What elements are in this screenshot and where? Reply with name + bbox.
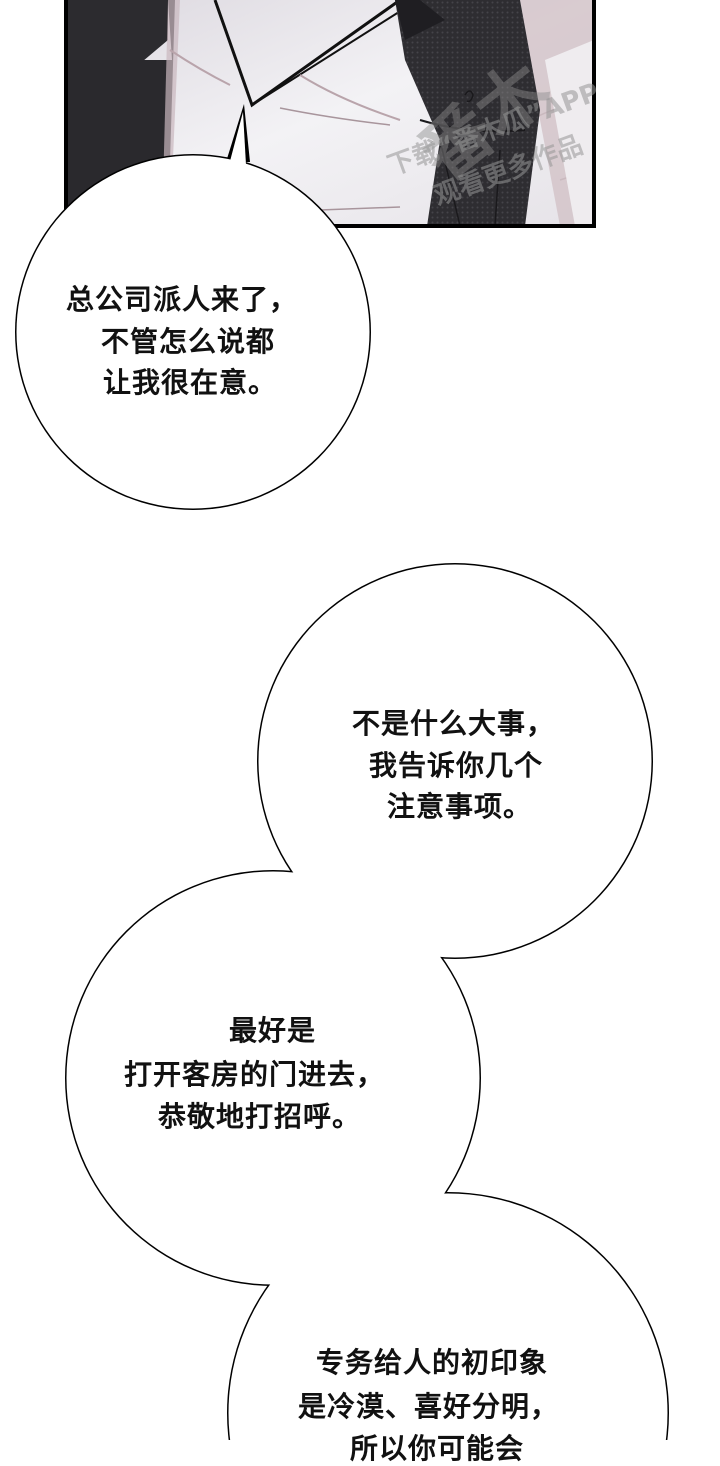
speech-bubble-cloud-shape <box>65 563 669 1440</box>
bubble-2-line-3: 注意事项。 <box>387 790 533 823</box>
bubble-2-line-2: 我告诉你几个 <box>369 749 544 782</box>
bubble-3-line-3: 恭敬地打招呼。 <box>158 1100 362 1133</box>
bubble-3-line-1: 最好是 <box>229 1014 317 1047</box>
bubble-1-line-3: 让我很在意。 <box>103 366 278 399</box>
bubble-4-line-3: 所以你可能会 <box>350 1432 525 1465</box>
bubble-1-line-2: 不管怎么说都 <box>101 325 276 358</box>
bubble-3-line-2: 打开客房的门进去， <box>124 1058 386 1091</box>
bubble-2-line-1: 不是什么大事， <box>352 707 556 740</box>
speech-bubble-1-shape <box>15 104 371 510</box>
bubble-1-line-1: 总公司派人来了， <box>66 283 299 316</box>
bubble-4-line-2: 是冷漠、喜好分明， <box>298 1390 560 1423</box>
bubble-4-line-1: 专务给人的初印象 <box>316 1346 549 1379</box>
